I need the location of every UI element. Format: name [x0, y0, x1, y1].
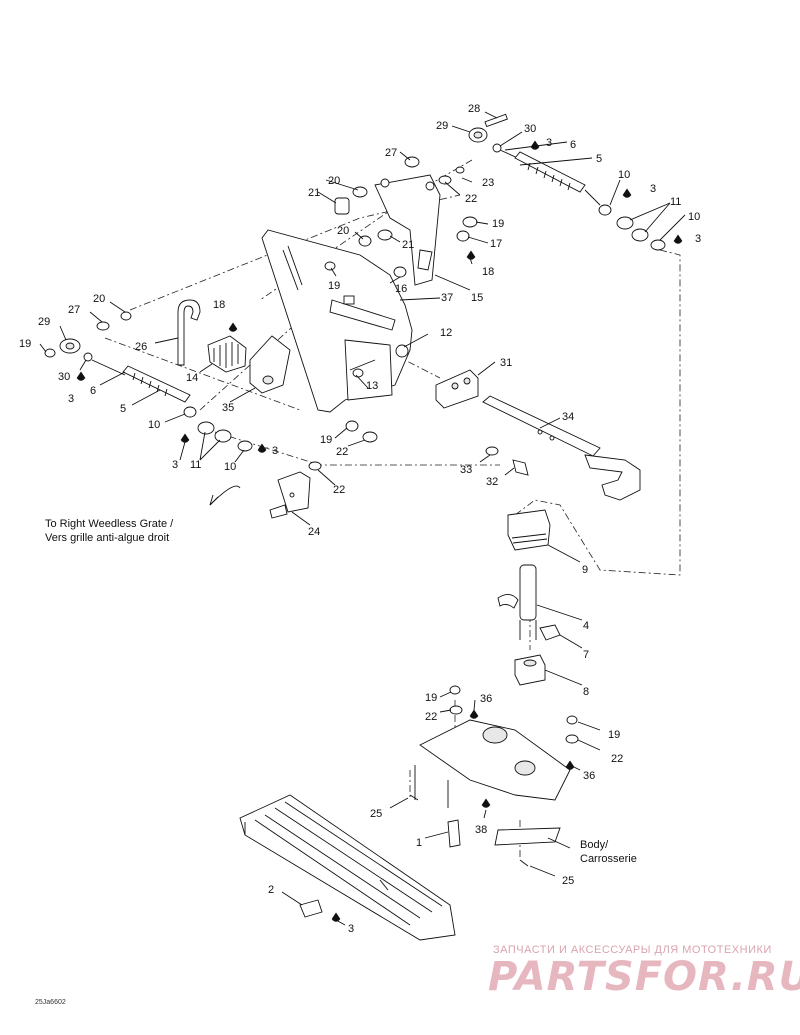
body-note-line1: Body/ [580, 839, 609, 851]
weedless-note-line2: Vers grille anti-algue droit [45, 532, 169, 544]
label-3-left-b: 3 [172, 459, 178, 471]
label-1: 1 [416, 837, 422, 849]
label-10-left-b: 10 [224, 461, 236, 473]
diagram-notes: To Right Weedless Grate / Vers grille an… [35, 518, 637, 1006]
label-25-b: 25 [562, 875, 574, 887]
left-cable-assembly [44, 311, 253, 452]
label-28: 28 [468, 103, 480, 115]
figure-code: 25Ja6602 [35, 999, 66, 1006]
label-37: 37 [441, 292, 453, 304]
upper-cable-assembly [404, 113, 666, 251]
label-19-lower-b: 19 [608, 729, 620, 741]
nozzle-column [497, 509, 561, 686]
label-2: 2 [268, 884, 274, 896]
lower-housing [409, 685, 579, 867]
label-3-lower: 3 [348, 923, 354, 935]
lever-and-link [435, 369, 641, 501]
label-6-upper: 6 [570, 139, 576, 151]
label-22-lower-b: 22 [611, 753, 623, 765]
label-29-upper: 29 [436, 120, 448, 132]
label-36-a: 36 [480, 693, 492, 705]
label-13: 13 [366, 380, 378, 392]
label-19-lower-a: 19 [425, 692, 437, 704]
label-10-upper-a: 10 [618, 169, 630, 181]
bracket-plate [261, 229, 413, 413]
label-30-left: 30 [58, 371, 70, 383]
label-4: 4 [583, 620, 589, 632]
label-18-left: 18 [213, 299, 225, 311]
weedless-note-line1: To Right Weedless Grate / [45, 518, 174, 530]
label-36-b: 36 [583, 770, 595, 782]
label-3-upper-a: 3 [546, 137, 552, 149]
label-34: 34 [562, 411, 574, 423]
label-30-upper: 30 [524, 123, 536, 135]
spacers-washers-upper [324, 186, 478, 358]
label-15: 15 [471, 292, 483, 304]
label-11-upper: 11 [670, 196, 681, 208]
label-22-upper: 22 [465, 193, 477, 205]
label-18-upper: 18 [482, 266, 494, 278]
label-7: 7 [583, 649, 589, 661]
label-17: 17 [490, 238, 502, 250]
label-29-left: 29 [38, 316, 50, 328]
label-9: 9 [582, 564, 588, 576]
label-19-mid: 19 [320, 434, 332, 446]
label-27-upper: 27 [385, 147, 397, 159]
watermark: ЗАПЧАСТИ И АКСЕССУАРЫ ДЛЯ МОТОТЕХНИКИ PA… [488, 944, 800, 1000]
label-38: 38 [475, 824, 487, 836]
label-19-left: 19 [19, 338, 31, 350]
label-19-upper-a: 19 [492, 218, 504, 230]
pin-bracket-and-plate [269, 359, 378, 519]
leader-lines [39, 111, 686, 926]
label-3-left-c: 3 [272, 445, 278, 457]
label-33: 33 [460, 464, 472, 476]
label-21-upper-a: 21 [308, 187, 320, 199]
label-32: 32 [486, 476, 498, 488]
label-19-upper-b: 19 [328, 280, 340, 292]
label-3-left-a: 3 [68, 393, 74, 405]
hook-and-mounts [177, 299, 291, 394]
label-20-upper-b: 20 [337, 225, 349, 237]
label-3-upper-b: 3 [650, 183, 656, 195]
body-note-line2: Carrosserie [580, 853, 637, 865]
label-11-left: 11 [190, 459, 201, 471]
label-6-left: 6 [90, 385, 96, 397]
label-21-upper-b: 21 [402, 239, 414, 251]
label-12: 12 [440, 327, 452, 339]
label-25-a: 25 [370, 808, 382, 820]
label-35: 35 [222, 402, 234, 414]
weedless-grate [239, 794, 456, 941]
label-10-left-a: 10 [148, 419, 160, 431]
label-10-upper-b: 10 [688, 211, 700, 223]
part-number-labels: 28 29 30 3 6 5 27 20 21 23 22 10 3 11 10… [19, 103, 701, 935]
label-20-left: 20 [93, 293, 105, 305]
label-3-upper-c: 3 [695, 233, 701, 245]
center-lines [104, 159, 681, 860]
label-24: 24 [308, 526, 320, 538]
label-14: 14 [186, 372, 198, 384]
label-5-left: 5 [120, 403, 126, 415]
label-22-mid-b: 22 [333, 484, 345, 496]
swivel-arm [374, 174, 441, 286]
watermark-tagline: ЗАПЧАСТИ И АКСЕССУАРЫ ДЛЯ МОТОТЕХНИКИ [493, 944, 772, 956]
label-5-upper: 5 [596, 153, 602, 165]
label-27-left: 27 [68, 304, 80, 316]
label-20-upper-a: 20 [328, 175, 340, 187]
watermark-logo: PARTSFOR.RU [488, 954, 800, 1000]
label-8: 8 [583, 686, 589, 698]
label-23: 23 [482, 177, 494, 189]
label-22-mid-a: 22 [336, 446, 348, 458]
label-16: 16 [395, 283, 407, 295]
label-22-lower-a: 22 [425, 711, 437, 723]
label-26: 26 [135, 341, 147, 353]
label-31: 31 [500, 357, 512, 369]
